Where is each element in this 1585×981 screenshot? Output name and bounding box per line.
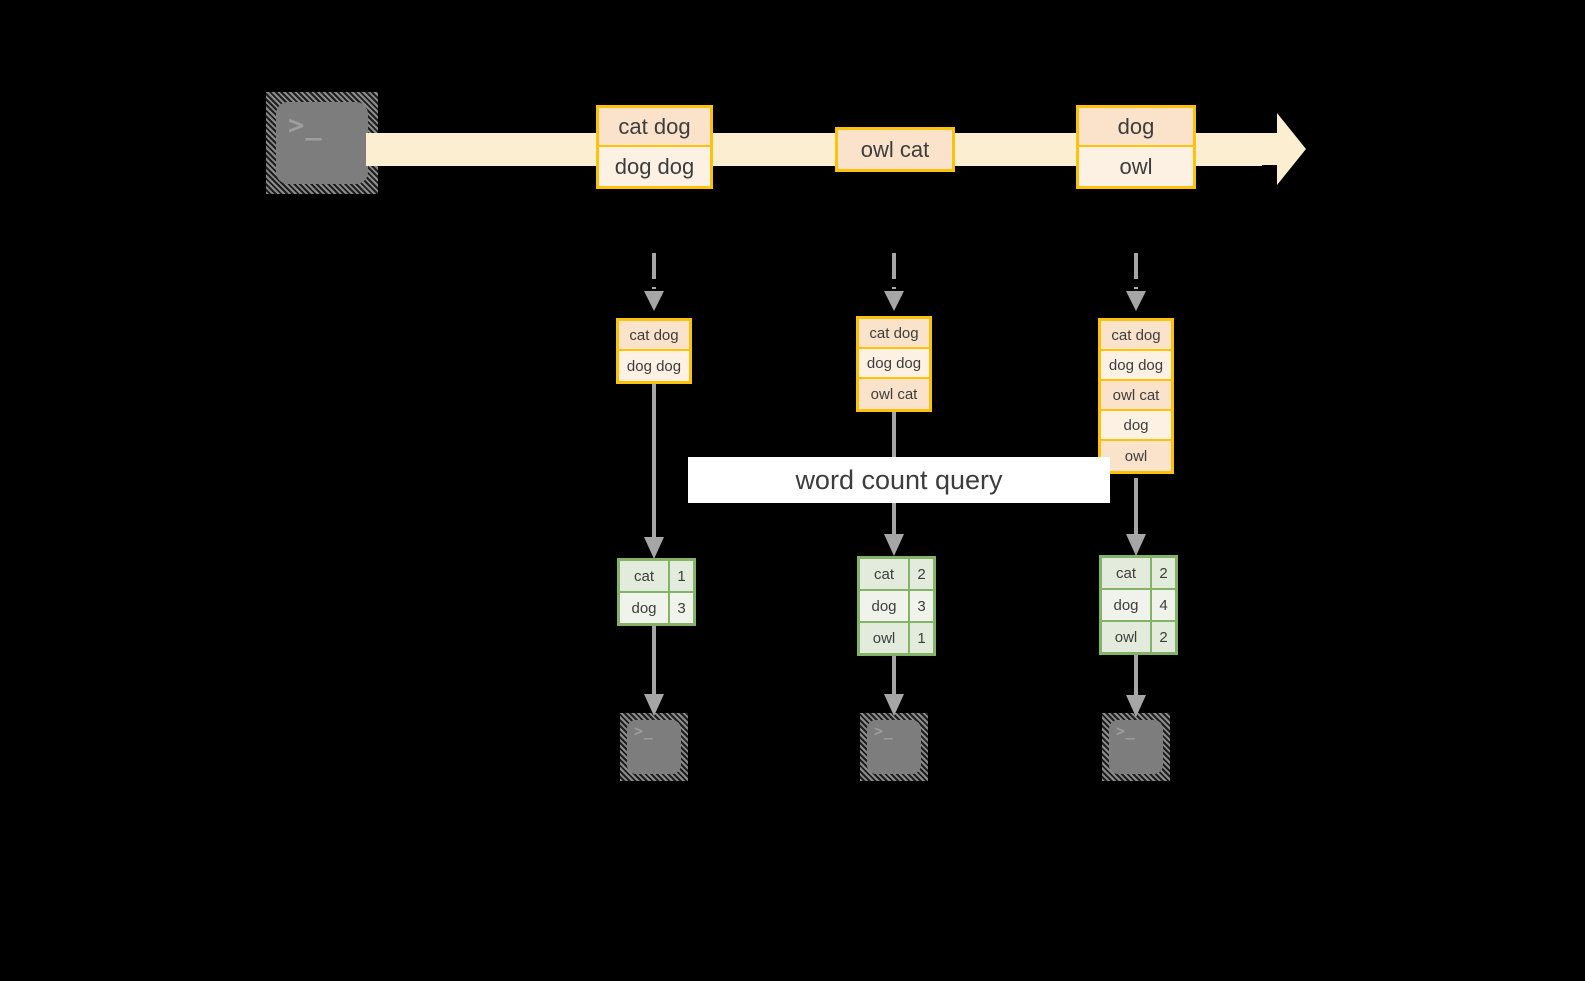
word-cell: cat: [860, 559, 908, 589]
word-cell: dog: [620, 593, 668, 623]
count-cell: 2: [908, 559, 933, 589]
word-cell: cat: [620, 561, 668, 591]
count-cell: 4: [1150, 590, 1175, 620]
sink-arrow-2: [878, 654, 910, 718]
word-cell: dog: [860, 591, 908, 621]
dashed-arrow-1: [638, 253, 670, 315]
record-line: owl cat: [859, 379, 929, 409]
count-cell: 1: [908, 623, 933, 653]
word-cell: owl: [1102, 622, 1150, 652]
query-banner: word count query: [688, 457, 1110, 503]
source-terminal-icon: >_: [266, 92, 378, 194]
terminal-screen: [867, 720, 921, 774]
snapshot-1-sink-terminal-icon: >_: [620, 713, 688, 781]
count-cell: 1: [668, 561, 693, 591]
record-line: dog dog: [1101, 351, 1171, 381]
terminal-prompt-glyph: >_: [1116, 722, 1136, 740]
terminal-screen: [627, 720, 681, 774]
dashed-arrow-3: [1120, 253, 1152, 315]
record-line: dog dog: [859, 349, 929, 379]
record-line: owl: [1101, 441, 1171, 471]
record-line: owl cat: [1101, 381, 1171, 411]
stream-record-2: owl cat: [835, 127, 955, 172]
sink-arrow-1: [638, 626, 670, 718]
record-line: dog: [1101, 411, 1171, 441]
record-line: cat dog: [859, 319, 929, 349]
record-line: cat dog: [1101, 321, 1171, 351]
sink-arrow-3: [1120, 653, 1152, 719]
record-line: dog: [1079, 108, 1193, 147]
stream-arrow-head-icon: [1257, 113, 1306, 185]
process-arrow-3: [1120, 478, 1152, 558]
dashed-arrow-2: [878, 253, 910, 315]
count-cell: 2: [1150, 622, 1175, 652]
record-line: cat dog: [599, 108, 710, 147]
count-cell: 3: [668, 593, 693, 623]
terminal-prompt-glyph: >_: [288, 110, 323, 141]
word-cell: cat: [1102, 558, 1150, 588]
record-line: dog dog: [599, 147, 710, 186]
record-line: cat dog: [619, 321, 689, 351]
snapshot-2-sink-terminal-icon: >_: [860, 713, 928, 781]
word-cell: owl: [860, 623, 908, 653]
snapshot-3-sink-terminal-icon: >_: [1102, 713, 1170, 781]
count-cell: 2: [1150, 558, 1175, 588]
process-arrow-1: [638, 381, 670, 561]
count-cell: 3: [908, 591, 933, 621]
terminal-prompt-glyph: >_: [634, 722, 654, 740]
query-label: word count query: [795, 464, 1003, 495]
record-line: owl cat: [838, 130, 952, 169]
terminal-screen: [1109, 720, 1163, 774]
record-line: dog dog: [619, 351, 689, 381]
terminal-screen: [276, 102, 368, 184]
record-line: owl: [1079, 147, 1193, 186]
word-cell: dog: [1102, 590, 1150, 620]
terminal-prompt-glyph: >_: [874, 722, 894, 740]
